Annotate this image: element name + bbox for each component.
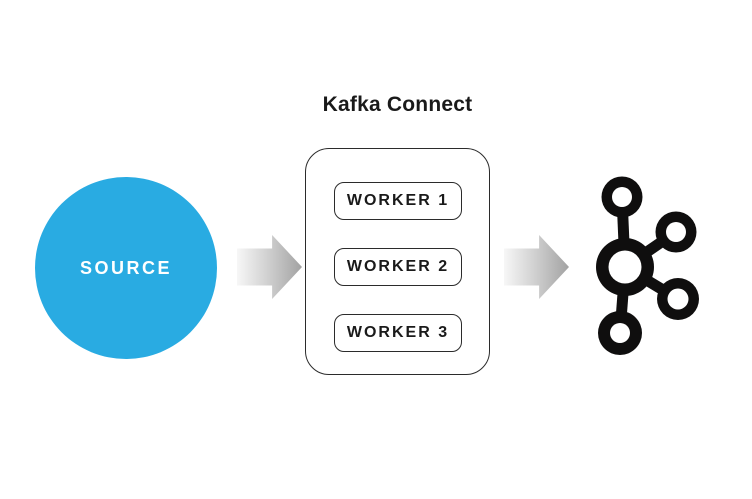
kafka-logo-icon xyxy=(596,176,699,355)
worker-node-2: WORKER 2 xyxy=(334,248,462,286)
worker-node-label: WORKER 3 xyxy=(346,324,450,341)
kafka-connect-title: Kafka Connect xyxy=(322,93,473,116)
worker-node-label: WORKER 1 xyxy=(346,192,450,209)
worker-node-1: WORKER 1 xyxy=(334,182,462,220)
source-node: SOURCE xyxy=(35,177,217,359)
worker-node-3: WORKER 3 xyxy=(334,314,462,352)
worker-node-label: WORKER 2 xyxy=(346,258,450,275)
source-node-label: SOURCE xyxy=(79,257,172,278)
kafka-connect-cluster-box: WORKER 1 WORKER 2 WORKER 3 xyxy=(305,148,490,375)
arrow-right-icon xyxy=(504,235,569,299)
arrow-right-icon xyxy=(237,235,302,299)
